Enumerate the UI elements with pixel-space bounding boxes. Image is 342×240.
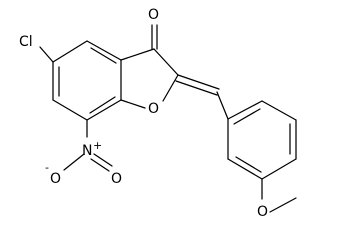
phenyl-inner-double-bottom	[235, 156, 262, 173]
methoxy-methyl-bond	[269, 197, 297, 213]
nitro-oxygen-right-label: O	[111, 171, 122, 187]
ring-oxygen-left-bond	[120, 99, 146, 109]
benzene-inner-double-bottom	[89, 96, 116, 114]
chloro-bond	[39, 46, 54, 63]
ring-oxygen-label: O	[148, 101, 159, 117]
chlorine-label: Cl	[19, 34, 33, 50]
benzene-bond-top-left	[52, 40, 88, 63]
nitro-negative-charge-label: -	[45, 161, 49, 174]
exocyclic-double-bond-b	[175, 80, 218, 96]
benzene-bond-bottom-right	[86, 99, 122, 121]
atom-label-layer: Cl O O N + - O O O	[19, 7, 268, 220]
nitro-oxygen-left-label: O	[50, 171, 61, 187]
phenyl-bond-lower-left	[227, 158, 263, 180]
phenyl-inner-double-top	[233, 108, 261, 125]
benzylidene-to-phenyl-bond	[216, 91, 229, 120]
methoxy-oxygen-label: O	[257, 204, 268, 220]
phenyl-bond-upper-right	[261, 100, 297, 121]
benzene-bond-top-right	[86, 40, 122, 61]
carbonyl-ring-bond	[153, 48, 179, 76]
nitro-to-oxygen-left-bond	[63, 153, 85, 171]
benzene-bond-bottom-left	[52, 99, 88, 121]
fused-to-carbonyl-bond	[120, 48, 155, 61]
exocyclic-double-bond-a	[177, 74, 220, 90]
nitro-to-oxygen-right-double-a	[93, 153, 113, 167]
bond-layer	[39, 24, 297, 213]
nitro-to-oxygen-right-double-b	[90, 158, 110, 172]
benzene-inner-double-top	[90, 47, 117, 64]
chemical-structure-diagram: Cl O O N + - O O O	[0, 0, 342, 226]
nitro-nitrogen-label: N	[82, 143, 92, 159]
diagram-background	[0, 0, 342, 226]
ketone-oxygen-label: O	[148, 7, 159, 23]
nitro-positive-charge-label: +	[93, 139, 102, 152]
phenyl-bond-lower-right	[261, 158, 297, 180]
ring-oxygen-right-bond	[162, 74, 179, 102]
phenyl-bond-top	[227, 100, 263, 120]
